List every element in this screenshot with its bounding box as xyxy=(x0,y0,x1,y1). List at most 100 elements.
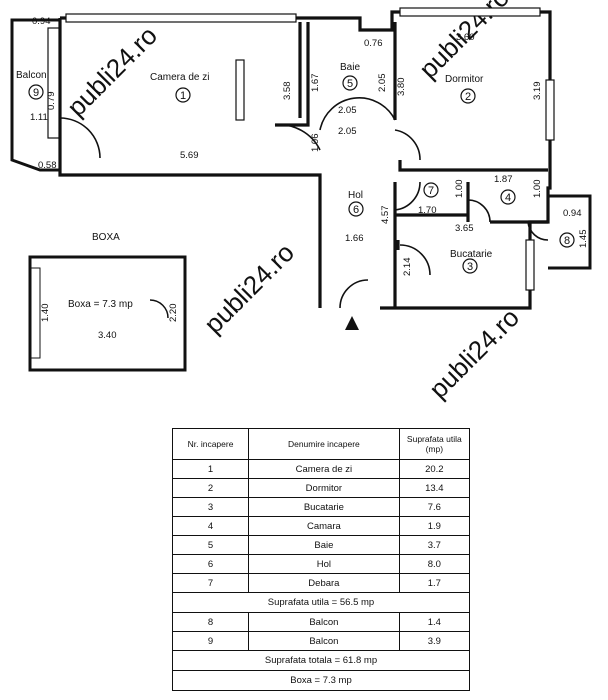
room-name-dormitor: Dormitor xyxy=(445,74,484,85)
cell-area: 7.6 xyxy=(398,497,471,517)
cell-nr: 6 xyxy=(171,554,250,574)
cell-area: 8.0 xyxy=(398,554,471,574)
cell-area: 13.4 xyxy=(398,478,471,498)
room-number-3: 3 xyxy=(467,261,473,273)
dim-label: 1.40 xyxy=(40,304,51,323)
header-nr: Nr. incapere xyxy=(171,428,250,460)
table-row: 2 Dormitor 13.4 xyxy=(171,478,471,498)
room-number-5: 5 xyxy=(347,78,353,90)
floor-plan: publi24.ro publi24.ro publi24.ro publi24… xyxy=(10,0,592,404)
dim-label: 3.40 xyxy=(98,330,117,341)
subtotal-cell: Suprafata utila = 56.5 mp xyxy=(172,592,470,613)
balcon-8-outline xyxy=(548,194,592,270)
dim-label: 5.69 xyxy=(180,150,199,161)
table-row: 4 Camara 1.9 xyxy=(171,516,471,536)
walls xyxy=(58,10,552,310)
dim-label: 3.19 xyxy=(532,82,543,101)
table-header-row: Nr. incapere Denumire incapere Suprafata… xyxy=(171,428,471,460)
dim-label: 3.65 xyxy=(455,223,474,234)
cell-name: Balcon xyxy=(248,631,400,651)
dim-label: 3.80 xyxy=(396,78,407,97)
table-row: 3 Bucatarie 7.6 xyxy=(171,497,471,517)
dim-label: 2.20 xyxy=(168,304,179,323)
cell-nr: 1 xyxy=(171,459,250,479)
cell-area: 1.9 xyxy=(398,516,471,536)
cell-name: Baie xyxy=(248,535,400,555)
room-number-8: 8 xyxy=(564,235,570,247)
table-row: 7 Debara 1.7 xyxy=(171,573,471,593)
header-area: Suprafata utila (mp) xyxy=(398,428,471,460)
cell-area: 20.2 xyxy=(398,459,471,479)
room-name-balcon-9: Balcon xyxy=(16,70,47,81)
dim-label: 2.05 xyxy=(338,126,357,137)
room-number-1: 1 xyxy=(180,90,186,102)
cell-area: 3.7 xyxy=(398,535,471,555)
cell-nr: 5 xyxy=(171,535,250,555)
room-name-bucatarie: Bucatarie xyxy=(450,249,493,260)
entrance-arrow-icon xyxy=(345,316,359,330)
dim-label: 1.70 xyxy=(418,205,437,216)
table-row: 6 Hol 8.0 xyxy=(171,554,471,574)
cell-nr: 8 xyxy=(171,612,250,632)
cell-name: Camera de zi xyxy=(248,459,400,479)
subtotal-row: Suprafata utila = 56.5 mp xyxy=(172,592,470,613)
dim-label: 4.57 xyxy=(380,206,391,225)
dim-label: 2.05 xyxy=(377,74,388,93)
watermark-group: publi24.ro publi24.ro publi24.ro publi24… xyxy=(61,0,525,404)
watermark: publi24.ro xyxy=(198,237,300,339)
cell-nr: 9 xyxy=(171,631,250,651)
cell-name: Debara xyxy=(248,573,400,593)
room-number-9: 9 xyxy=(33,87,39,99)
room-number-4: 4 xyxy=(505,192,511,204)
cell-name: Dormitor xyxy=(248,478,400,498)
cell-nr: 7 xyxy=(171,573,250,593)
dim-label: 1.87 xyxy=(494,174,513,185)
room-name-baie: Baie xyxy=(340,62,360,73)
dim-label: 2.14 xyxy=(402,258,413,277)
dim-label: 2.05 xyxy=(338,105,357,116)
cell-area: 3.9 xyxy=(398,631,471,651)
dim-label: 3.60 xyxy=(456,32,475,43)
boxa-area-label: Boxa = 7.3 mp xyxy=(68,299,133,310)
cell-nr: 2 xyxy=(171,478,250,498)
dim-label: 0.79 xyxy=(46,92,57,111)
boxa-row: Boxa = 7.3 mp xyxy=(172,670,470,691)
table-row: 8 Balcon 1.4 xyxy=(171,612,471,632)
dim-label: 1.06 xyxy=(310,134,321,153)
room-name-hol: Hol xyxy=(348,190,363,201)
total-row: Suprafata totala = 61.8 mp xyxy=(172,650,470,671)
room-name-camera-de-zi: Camera de zi xyxy=(150,72,209,83)
dim-label: 1.00 xyxy=(454,180,465,199)
boxa-cell: Boxa = 7.3 mp xyxy=(172,670,470,691)
dim-label: 0.94 xyxy=(32,16,51,27)
boxa-plan: BOXA Boxa = 7.3 mp 1.40 2.20 3.40 xyxy=(28,232,187,372)
room-number-6: 6 xyxy=(353,204,359,216)
dim-label: 0.94 xyxy=(563,208,582,219)
dim-label: 1.66 xyxy=(345,233,364,244)
header-name: Denumire incapere xyxy=(248,428,400,460)
dim-label: 3.58 xyxy=(282,82,293,101)
table-row: 5 Baie 3.7 xyxy=(171,535,471,555)
cell-name: Hol xyxy=(248,554,400,574)
dim-label: 1.45 xyxy=(578,230,589,249)
table-row: 9 Balcon 3.9 xyxy=(171,631,471,651)
dim-label: 0.76 xyxy=(364,38,383,49)
cell-area: 1.4 xyxy=(398,612,471,632)
cell-nr: 4 xyxy=(171,516,250,536)
dim-label: 1.67 xyxy=(310,74,321,93)
total-cell: Suprafata totala = 61.8 mp xyxy=(172,650,470,671)
dim-label: 1.00 xyxy=(532,180,543,199)
cell-name: Balcon xyxy=(248,612,400,632)
boxa-heading: BOXA xyxy=(92,232,120,243)
cell-area: 1.7 xyxy=(398,573,471,593)
cell-name: Bucatarie xyxy=(248,497,400,517)
watermark: publi24.ro xyxy=(423,302,525,404)
dim-label: 0.58 xyxy=(38,160,57,171)
cell-nr: 3 xyxy=(171,497,250,517)
watermark: publi24.ro xyxy=(61,20,163,122)
room-number-7: 7 xyxy=(428,185,434,197)
cell-name: Camara xyxy=(248,516,400,536)
balcon-9-outline xyxy=(10,18,60,172)
room-number-2: 2 xyxy=(465,91,471,103)
dim-label: 1.11 xyxy=(30,112,48,123)
